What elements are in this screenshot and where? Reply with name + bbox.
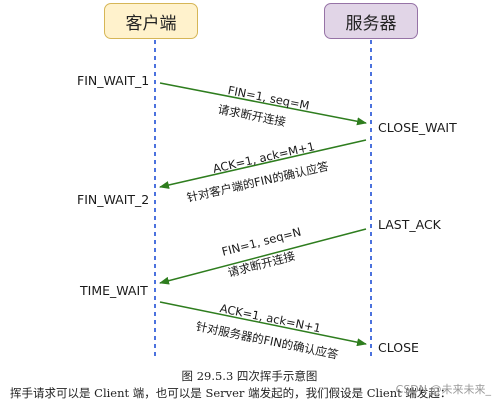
server-state-last-ack: LAST_ACK [378,217,441,232]
watermark: CSDN @未来未来_ [395,383,491,396]
client-label: 客户端 [125,13,177,34]
arrow-fin-server-to-client [159,228,367,285]
arrow-fin-client-to-server [159,82,367,126]
body-paragraph: 挥手请求可以是 Client 端，也可以是 Server 端发起的，我们假设是 … [10,386,452,400]
server-state-close: CLOSE [378,340,419,355]
server-state-close-wait: CLOSE_WAIT [378,120,457,135]
figure-caption: 图 29.5.3 四次挥手示意图 [181,369,318,383]
arrow-ack-client-to-server [159,301,367,347]
server-node: 服务器 [324,3,418,39]
client-state-fin-wait-2: FIN_WAIT_2 [77,192,150,207]
client-node: 客户端 [104,3,198,39]
client-state-time-wait: TIME_WAIT [80,283,148,298]
client-state-fin-wait-1: FIN_WAIT_1 [77,73,150,88]
server-label: 服务器 [345,13,397,34]
arrow-ack-server-to-client [159,139,367,189]
